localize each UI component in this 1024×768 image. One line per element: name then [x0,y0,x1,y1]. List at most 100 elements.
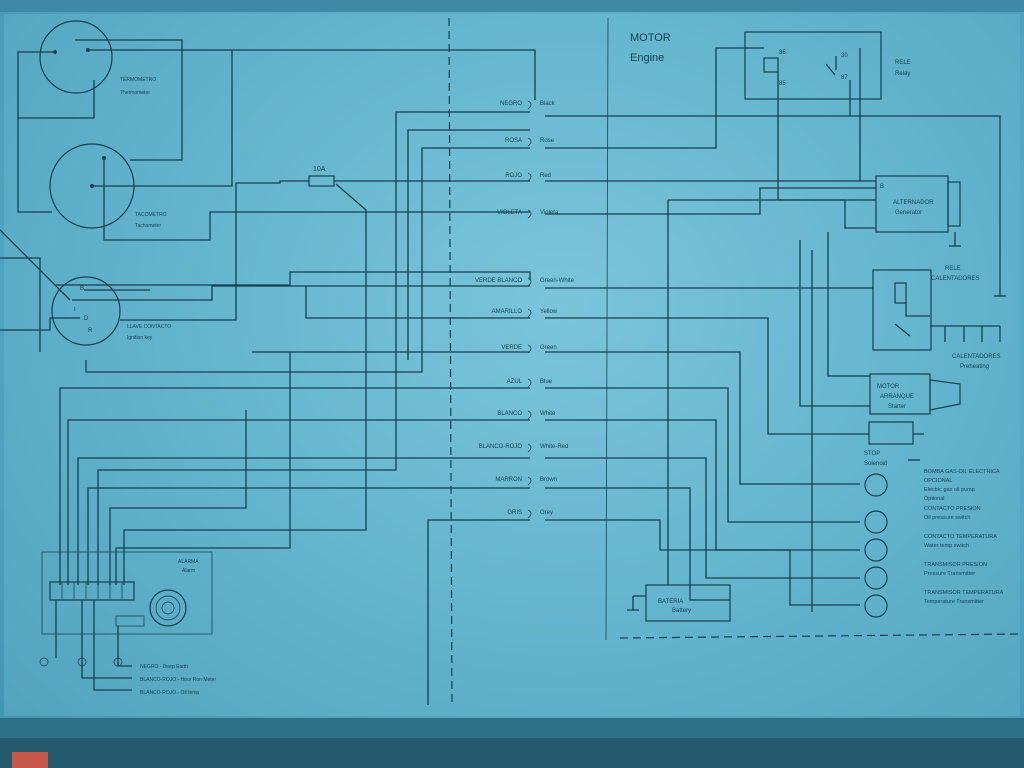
buzzer-icon-ring [155,595,181,621]
wire [18,80,95,119]
sensor-label-es2: OPCIONAL [924,478,952,484]
legend-line-2: BLANCO-ROJO - Hour Run Meter [140,677,216,683]
engine-zone-border [605,17,609,641]
connector-icon [527,100,532,110]
wire [77,457,530,585]
wire-color-es: BLANCO-ROJO [479,444,523,450]
engine-title-en: Engine [630,52,664,64]
sensor-icon [864,473,888,497]
thermometer-label-es: TERMOMETRO [120,77,156,83]
wire-color-en: Yellow [540,309,558,315]
sensor-label-en: Electric gas oil pump [924,487,975,493]
legend-line-1: NEGRO - Deep Earth [140,664,188,670]
sensor-label-es: CONTACTO TEMPERATURA [924,534,997,540]
wire-color-en: White-Red [540,444,568,450]
wire [88,49,536,100]
engine-title-es: MOTOR [630,32,671,44]
wire [72,285,530,301]
ignition-pin-r: R [88,328,93,334]
wire-color-en: Blue [540,379,553,385]
wire [0,317,80,331]
sensor-icon [864,510,888,534]
alarm-panel: ALARMA Alarm [41,551,213,635]
ignition-key-circle [51,276,121,346]
sensor: BOMBA GAS-OIL ELECTRICAOPCIONALElectric … [864,469,1000,502]
stop-solenoid-box [868,421,914,445]
preheat-relay-label-en: CALENTADORES [931,276,980,282]
connector-icon [527,137,532,147]
wire [103,158,530,241]
stop-label-es: STOP [864,451,880,457]
connector-icon [527,277,532,287]
sensor-label-en: Temperature Transmitter [924,599,984,605]
connector-icon [527,509,532,519]
relay-contact [825,63,836,76]
relay-label-en: Relay [895,71,910,77]
preheat-relay-contact [894,323,911,337]
tachometer-label-en: Tachometer [135,223,161,229]
wire [905,302,930,317]
alternator-pin-b: B [880,184,884,190]
terminal-strip [49,581,135,601]
wire [81,600,132,679]
wiring-left [0,39,536,705]
wire-row: AMARILLO Yellow [492,308,558,318]
sensor-label-es: CONTACTO PRESION [924,506,981,512]
wire [545,457,860,579]
taskbar-app-icon[interactable] [12,752,48,768]
wire-color-en: Green [540,345,557,351]
wire-color-en: White [540,411,556,417]
wire-color-es: NEGRO [500,101,522,107]
wire [92,50,233,187]
wire [59,387,530,585]
relay-pin-30: 30 [841,53,848,59]
connector-icon [527,443,532,453]
wire-color-es: ROJO [505,173,522,179]
wire-color-es: VERDE BLANCO [475,278,522,284]
battery-label-es: BATERIA [658,599,683,605]
starter-motor: MOTOR ARRANQUE Starter [869,373,961,415]
preheat-relay-box [872,269,932,351]
alarm-label-es: ALARMA [178,559,199,565]
sensor-label-es: TRANSMISOR TEMPERATURA [924,590,1004,596]
wire-color-es: AMARILLO [492,309,523,315]
wire [407,129,530,360]
ignition-pin-i: I [74,307,76,313]
buzzer-icon [149,589,187,627]
taskbar [0,738,1024,768]
wire [67,419,530,585]
wiring-right [545,47,1006,612]
window-title-bar [0,0,1024,12]
wire [545,47,764,149]
wire [97,111,530,585]
wire [109,410,247,585]
battery-box [645,584,731,622]
relay-coil [763,57,779,73]
fuse-label: 10A [313,166,326,173]
wire-color-en: Green-White [540,278,575,284]
buzzer-icon-ring [161,601,175,615]
alternator-pulley [947,181,961,227]
wire [0,257,41,352]
starter-label-en: Starter [888,404,906,410]
alarm-panel-outline [41,551,213,635]
sensor-icon [864,594,888,618]
wire-color-es: VERDE [501,345,522,351]
tachometer-label-es: TACOMETRO [135,212,167,218]
wire [0,229,71,301]
ignition-pin-b: B [80,286,84,292]
ignition-label-en: Ignition key [127,335,153,341]
wire [545,351,860,485]
sensor-label-en: Pressure Transmitter [924,571,975,577]
connector-icon [527,410,532,420]
